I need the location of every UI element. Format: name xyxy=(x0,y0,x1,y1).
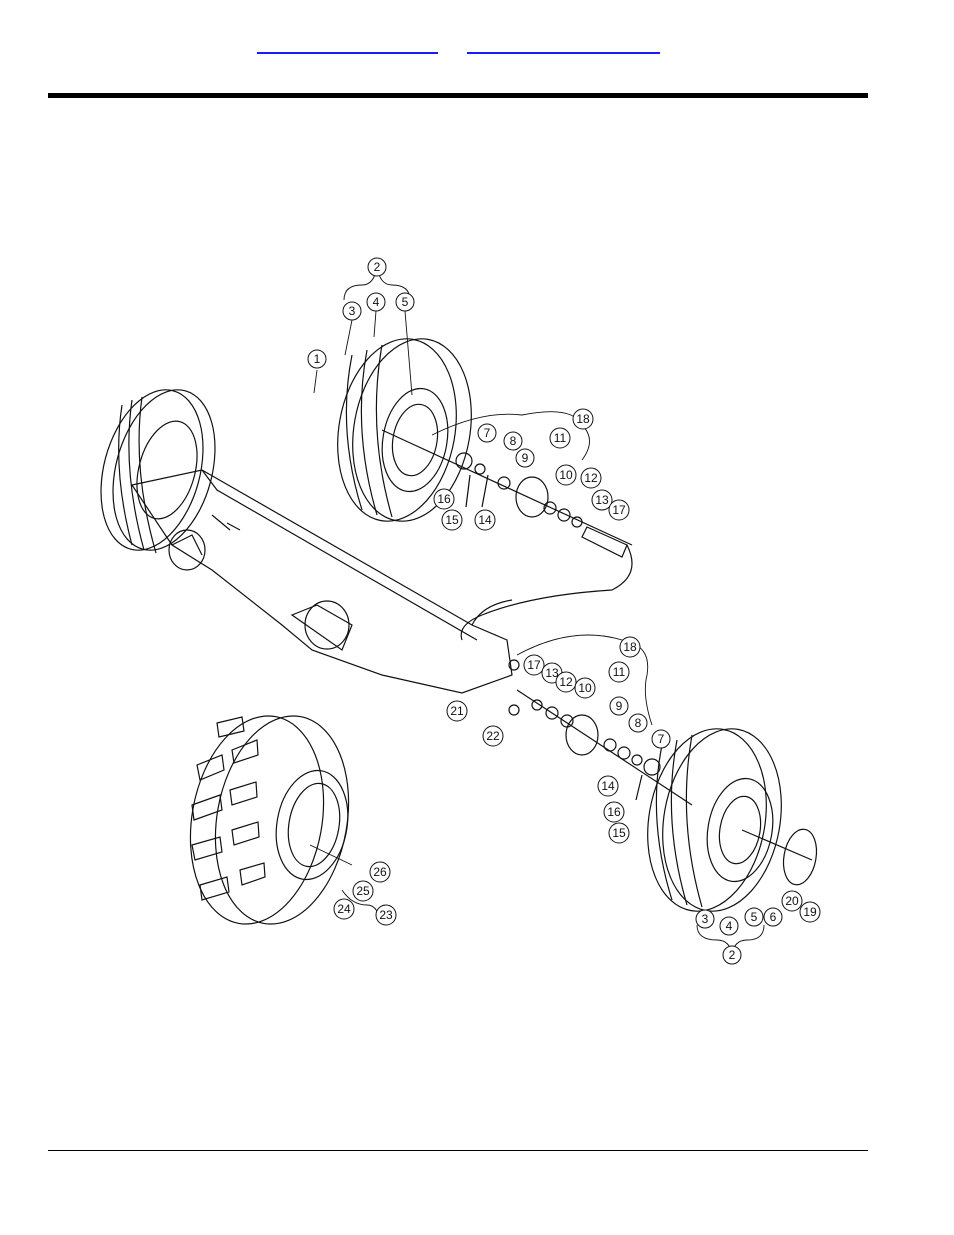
svg-text:19: 19 xyxy=(803,905,817,919)
svg-text:9: 9 xyxy=(616,699,623,713)
callout-c21: 21 xyxy=(446,700,468,722)
callout-c7-bot: 7 xyxy=(651,729,671,749)
exploded-parts-diagram: 2 3 4 5 1 18 7 8 9 11 10 12 13 17 16 15 … xyxy=(52,245,832,970)
tire-left-illustration xyxy=(100,389,216,554)
footer-rule xyxy=(48,1150,868,1151)
svg-text:10: 10 xyxy=(559,468,573,482)
callout-c24: 24 xyxy=(333,898,355,920)
svg-text:5: 5 xyxy=(751,910,758,924)
callout-c5-top: 5 xyxy=(395,292,415,312)
hub-bottom-illustration xyxy=(508,659,693,806)
svg-text:4: 4 xyxy=(726,919,733,933)
callouts: 2 3 4 5 1 18 7 8 9 11 10 12 13 17 16 15 … xyxy=(307,257,821,965)
svg-text:14: 14 xyxy=(601,779,615,793)
callout-c9-bot: 9 xyxy=(609,696,629,716)
svg-text:25: 25 xyxy=(356,884,370,898)
svg-text:22: 22 xyxy=(486,729,500,743)
svg-text:23: 23 xyxy=(379,908,393,922)
svg-text:11: 11 xyxy=(613,665,626,679)
callout-c6: 6 xyxy=(763,907,783,927)
callout-c25: 25 xyxy=(352,880,374,902)
svg-text:17: 17 xyxy=(612,503,626,517)
svg-text:5: 5 xyxy=(402,295,409,309)
svg-text:3: 3 xyxy=(702,912,709,926)
svg-text:13: 13 xyxy=(545,666,559,680)
callout-c11-top: 11 xyxy=(549,427,571,449)
svg-text:18: 18 xyxy=(623,640,637,654)
callout-c4-bot: 4 xyxy=(719,916,739,936)
callout-c3-top: 3 xyxy=(342,301,362,321)
svg-text:2: 2 xyxy=(374,260,381,274)
callout-c7-top: 7 xyxy=(477,423,497,443)
svg-text:8: 8 xyxy=(635,716,642,730)
svg-text:9: 9 xyxy=(522,451,529,465)
callout-c2-top: 2 xyxy=(367,257,387,277)
header-link-1[interactable] xyxy=(257,52,438,54)
svg-text:8: 8 xyxy=(510,434,517,448)
tire-top-illustration xyxy=(337,338,472,522)
svg-text:13: 13 xyxy=(595,493,609,507)
svg-text:1: 1 xyxy=(314,352,321,366)
callout-c22: 22 xyxy=(482,725,504,747)
svg-text:3: 3 xyxy=(349,304,356,318)
svg-text:15: 15 xyxy=(612,826,626,840)
callout-c16-top: 16 xyxy=(433,488,455,510)
svg-text:12: 12 xyxy=(584,471,598,485)
svg-text:15: 15 xyxy=(445,513,459,527)
callout-c17-bot: 17 xyxy=(523,654,545,676)
callout-c2-bot: 2 xyxy=(722,945,742,965)
callout-c17-top: 17 xyxy=(608,499,630,521)
callout-c12-top: 12 xyxy=(580,467,602,489)
callout-c15-top: 15 xyxy=(441,509,463,531)
svg-text:6: 6 xyxy=(770,910,777,924)
callout-c26: 26 xyxy=(369,861,391,883)
callout-c1: 1 xyxy=(307,349,327,369)
svg-text:7: 7 xyxy=(658,732,665,746)
header-rule xyxy=(48,93,868,98)
callout-c9-top: 9 xyxy=(515,448,535,468)
callout-c16-bot: 16 xyxy=(603,801,625,823)
callout-c5-bot: 5 xyxy=(744,907,764,927)
callout-c4-top: 4 xyxy=(366,292,386,312)
callout-c13-top: 13 xyxy=(591,489,613,511)
callout-c20: 20 xyxy=(781,890,803,912)
svg-text:2: 2 xyxy=(729,948,736,962)
callout-c18-bot: 18 xyxy=(619,636,641,658)
callout-c15-bot: 15 xyxy=(608,822,630,844)
callout-c23: 23 xyxy=(375,904,397,926)
callout-c14-top: 14 xyxy=(474,509,496,531)
svg-text:16: 16 xyxy=(437,492,451,506)
svg-text:24: 24 xyxy=(337,902,351,916)
callout-c10-top: 10 xyxy=(555,464,577,486)
hub-top-illustration xyxy=(381,429,633,641)
svg-text:17: 17 xyxy=(527,658,541,672)
svg-text:20: 20 xyxy=(785,894,799,908)
svg-text:16: 16 xyxy=(607,805,621,819)
callout-c10-bot: 10 xyxy=(574,677,596,699)
svg-text:4: 4 xyxy=(373,295,380,309)
tire-lug-illustration xyxy=(189,715,350,925)
svg-text:10: 10 xyxy=(578,681,592,695)
svg-text:12: 12 xyxy=(559,675,573,689)
svg-text:14: 14 xyxy=(478,513,492,527)
callout-c19: 19 xyxy=(799,901,821,923)
callout-c18-top: 18 xyxy=(572,408,594,430)
callout-c3-bot: 3 xyxy=(695,909,715,929)
callout-c12-bot: 12 xyxy=(555,671,577,693)
svg-text:18: 18 xyxy=(576,412,590,426)
callout-c8-top: 8 xyxy=(503,431,523,451)
callout-c11-bot: 11 xyxy=(608,661,630,683)
header-link-2[interactable] xyxy=(467,52,660,54)
svg-text:11: 11 xyxy=(554,431,567,445)
svg-text:21: 21 xyxy=(450,704,464,718)
callout-c8-bot: 8 xyxy=(628,713,648,733)
svg-text:7: 7 xyxy=(484,426,491,440)
tire-bottom-right-illustration xyxy=(647,728,818,912)
svg-text:26: 26 xyxy=(373,865,387,879)
axle-frame-illustration xyxy=(131,469,513,694)
callout-c14-bot: 14 xyxy=(597,775,619,797)
